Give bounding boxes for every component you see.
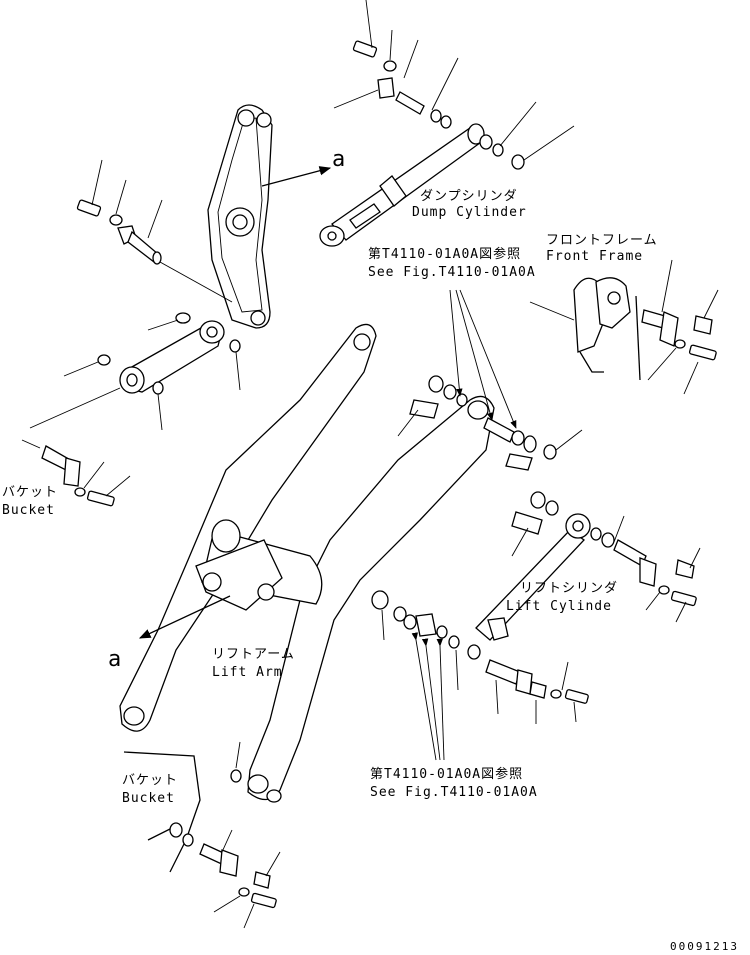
lift-arm-jp: リフトアーム <box>212 647 295 662</box>
bucket-top-en: Bucket <box>2 503 55 518</box>
drawing-code: 00091213 <box>670 940 739 953</box>
bucket-pin-bottom <box>123 741 282 929</box>
link-rod <box>29 312 241 431</box>
see-fig-bottom-jp: 第T4110-01A0A図参照 <box>370 766 523 782</box>
ref-a-left: a <box>108 647 121 672</box>
dump-cylinder-jp: ダンプシリンダ <box>420 189 518 204</box>
lift-arm <box>119 323 495 801</box>
dump-pin-left <box>76 159 233 303</box>
bucket-pin-top <box>21 439 131 507</box>
lift-cylinder <box>475 491 701 641</box>
see-fig-top-en: See Fig.T4110-01A0A <box>368 265 536 280</box>
dump-cylinder-en: Dump Cylinder <box>412 205 527 220</box>
see-fig-top-jp: 第T4110-01A0A図参照 <box>368 246 521 262</box>
front-frame-jp: フロントフレーム <box>546 233 658 248</box>
lift-cylinder-en: Lift Cylinde <box>506 599 612 614</box>
front-frame <box>529 259 719 395</box>
dump-cylinder <box>319 101 575 247</box>
lift-cylinder-pin-bottom <box>371 590 589 761</box>
bucket-bottom-jp: バケット <box>122 773 178 788</box>
lift-arm-pin-washers <box>397 375 583 471</box>
lift-arm-en: Lift Arm <box>212 665 283 680</box>
front-frame-en: Front Frame <box>546 249 643 264</box>
reference-arrows-top <box>449 289 517 429</box>
lift-cylinder-jp: リフトシリンダ <box>520 581 618 596</box>
dump-pin-top <box>333 0 459 129</box>
bell-crank <box>207 104 332 329</box>
ref-a-top: a <box>332 147 345 172</box>
bucket-bottom-en: Bucket <box>122 791 175 806</box>
see-fig-bottom-en: See Fig.T4110-01A0A <box>370 785 538 800</box>
bucket-top-jp: バケット <box>2 485 58 500</box>
